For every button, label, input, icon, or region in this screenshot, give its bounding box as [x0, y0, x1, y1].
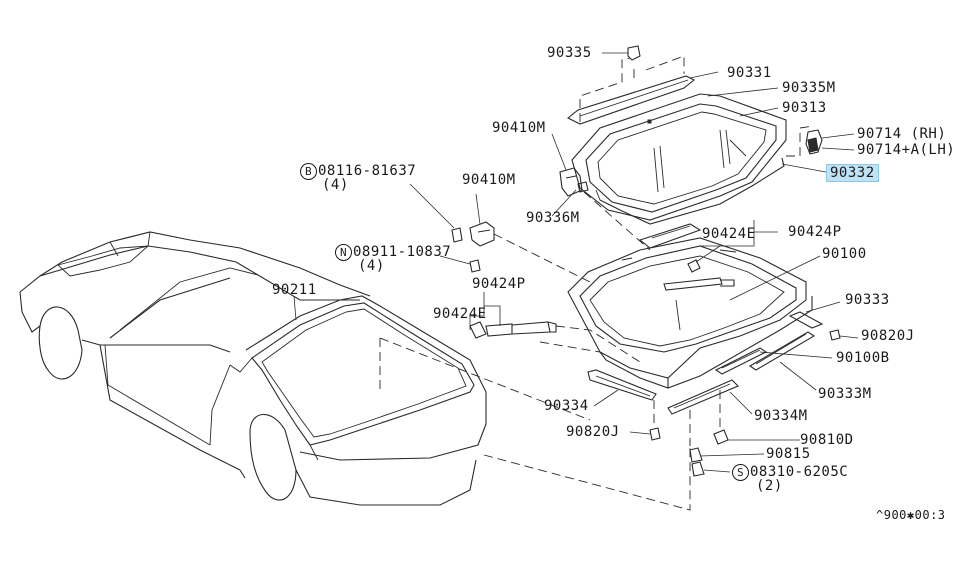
molding-90331: [566, 75, 696, 125]
weatherstrip-90332: [599, 157, 785, 225]
label-90335M: 90335M: [782, 80, 836, 96]
leader-lines: [293, 52, 859, 473]
circle-n-icon: N: [335, 244, 352, 261]
molding-90334M: [667, 379, 739, 415]
rear-glass-90313: [585, 103, 777, 213]
label-90424E-top: 90424E: [702, 226, 756, 242]
molding-90334: [587, 369, 657, 401]
label-90333M: 90333M: [818, 386, 872, 402]
label-90810D: 90810D: [800, 432, 854, 448]
label-90815: 90815: [766, 446, 811, 462]
label-90424E-lower: 90424E: [433, 306, 487, 322]
finisher-90100B: [714, 347, 768, 375]
label-90100: 90100: [822, 246, 867, 262]
stay-90424P-left: [469, 321, 641, 363]
circle-b-icon: B: [300, 163, 317, 180]
label-90714A: 90714+A(LH): [857, 142, 956, 158]
clip-90714: [805, 129, 823, 155]
label-90333: 90333: [845, 292, 890, 308]
nut-code: 08911-10837: [353, 244, 452, 260]
hinge-90410M-lower: [451, 221, 591, 283]
molding-90333M: [748, 331, 816, 371]
label-90820J-left: 90820J: [566, 424, 620, 440]
label-screw-qty: (2): [756, 478, 783, 494]
label-90335: 90335: [547, 45, 592, 61]
car-body: [19, 231, 691, 511]
molding-90333: [788, 311, 824, 329]
label-90331: 90331: [727, 65, 772, 81]
label-90332[interactable]: 90332: [826, 164, 879, 182]
hinge-90410M: [559, 167, 583, 197]
label-bolt-qty: (4): [322, 177, 349, 193]
screw-code: 08310-6205C: [750, 464, 849, 480]
label-90211: 90211: [272, 282, 317, 298]
label-90424P-lower: 90424P: [472, 276, 526, 292]
bolt-code: 08116-81637: [318, 163, 417, 179]
label-90336M: 90336M: [526, 210, 580, 226]
label-90714: 90714 (RH): [857, 126, 947, 142]
label-90820J-right: 90820J: [861, 328, 915, 344]
figure-code: ^900✱00:3: [876, 508, 946, 522]
clip-90335: [627, 45, 641, 61]
back-door-90100: [567, 237, 813, 389]
label-90100B: 90100B: [836, 350, 890, 366]
label-nut-qty: (4): [358, 258, 385, 274]
label-90334: 90334: [544, 398, 589, 414]
label-90410M-lower: 90410M: [462, 172, 516, 188]
label-90424P-top: 90424P: [788, 224, 842, 240]
rear-glass-assembly: [559, 45, 823, 251]
label-90334M: 90334M: [754, 408, 808, 424]
label-90313: 90313: [782, 100, 827, 116]
stay-90424P-right: [687, 259, 701, 273]
label-90410M-top: 90410M: [492, 120, 546, 136]
circle-s-icon: S: [732, 464, 749, 481]
